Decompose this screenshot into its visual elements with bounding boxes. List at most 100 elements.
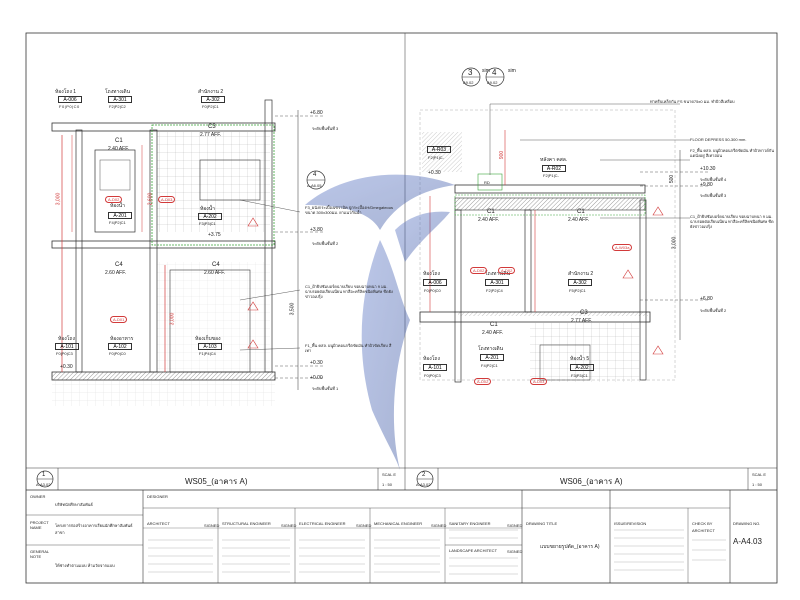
section-number: 3 bbox=[468, 68, 473, 77]
drawing-title-value: แบบขยายรูปตัด_(อาคาร A) bbox=[540, 544, 600, 550]
rd-label: RD bbox=[484, 180, 490, 185]
level: +6.80 bbox=[310, 110, 323, 116]
room-code: A-006 bbox=[423, 279, 447, 286]
level: +0.30 bbox=[310, 360, 323, 366]
signed-label: SIGNED bbox=[356, 523, 372, 528]
ceiling-tag: C3 bbox=[208, 124, 216, 130]
ceiling-tag: C1 bbox=[115, 138, 123, 144]
room-tags: F3|P3|C1 bbox=[199, 221, 216, 226]
room-code: A-102 bbox=[108, 343, 132, 350]
ceiling-height: 2.40 AFF. bbox=[568, 217, 590, 223]
dimension: 3,000 bbox=[671, 236, 678, 250]
level-note: ระดับพื้นชั้นที่ 2 bbox=[700, 308, 727, 313]
dimension: 3,000 bbox=[55, 192, 62, 206]
level-note: ระดับพื้นชั้นที่ 2 bbox=[312, 241, 339, 246]
dimension: 3,500 bbox=[289, 302, 296, 316]
room-code: A-201 bbox=[480, 354, 504, 361]
role-architect: ARCHITECT bbox=[147, 521, 170, 526]
door-marker[interactable]: A-D02 bbox=[498, 267, 516, 274]
general-note-value: ให้ช่างทำตามแบบ ห้ามวัดจากแบบ bbox=[55, 563, 115, 568]
room-tags: F2|P2|C2 bbox=[109, 104, 126, 109]
ceiling-tag: C4 bbox=[212, 262, 220, 268]
signed-label: SIGNED bbox=[507, 523, 523, 528]
level: +0.30 bbox=[428, 170, 441, 176]
room-name: สำนักงาน 2 bbox=[568, 271, 594, 277]
role-electrical: ELECTRICAL ENGINEER bbox=[299, 521, 346, 526]
level-note: ระดับพื้นชั้นที่ 1 bbox=[312, 386, 339, 391]
door-marker[interactable]: A-D02 bbox=[105, 196, 123, 203]
level: +9.80 bbox=[700, 182, 713, 188]
door-marker[interactable]: A-D01 bbox=[110, 316, 128, 323]
door-marker[interactable]: A-D02 bbox=[470, 267, 488, 274]
room-tags: F2|P2|C4 bbox=[486, 288, 503, 293]
view-title: WS05_(อาคาร A) bbox=[185, 477, 248, 486]
scale-value: 1 : 50 bbox=[382, 482, 393, 487]
room-name: ห้องโถง bbox=[423, 356, 440, 362]
room-name: ห้องโถง 1 bbox=[55, 89, 77, 95]
designer-label: DESIGNER bbox=[147, 494, 168, 499]
level: +3.80 bbox=[310, 227, 323, 233]
room-tags: F1|P4|C4 bbox=[199, 351, 216, 356]
role-landscape: LANDSCAPE ARCHITECT bbox=[449, 548, 498, 553]
level: +0.30 bbox=[60, 364, 73, 370]
watermark-logo bbox=[305, 174, 455, 470]
door-marker[interactable]: A-D03 bbox=[158, 196, 176, 203]
room-name: สำนักงาน 2 bbox=[198, 89, 224, 95]
level: +3.75 bbox=[208, 232, 221, 238]
room-name: โถงทางเดิน bbox=[485, 271, 511, 277]
room-name: ห้องเก็บของ bbox=[195, 336, 221, 342]
note: FLOOR DEPRESS 50-300 mm. bbox=[690, 137, 747, 142]
room-code: A-302 bbox=[568, 279, 592, 286]
room-tags: F2|P1|C- bbox=[428, 155, 444, 160]
dimension: 2,600 bbox=[147, 192, 154, 206]
room-name: ห้องน้ำ bbox=[200, 206, 215, 212]
ceiling-tag: C1 bbox=[490, 322, 498, 328]
level-note: ระดับพื้นชั้นที่ 4 bbox=[700, 177, 727, 182]
ceiling-height: 2.77 AFF. bbox=[571, 318, 593, 324]
room-name: ห้องโถง bbox=[423, 271, 440, 277]
role-sanitary: SANITARY ENGINEER bbox=[449, 521, 491, 526]
room-code: A-202 bbox=[198, 213, 222, 220]
view-number: 2 bbox=[422, 472, 426, 478]
room-code: A-R02 bbox=[542, 165, 566, 172]
scale-label: SCAL E bbox=[752, 472, 767, 477]
ceiling-tag: C4 bbox=[115, 262, 123, 268]
room-tags: F0|P0|C3 bbox=[424, 373, 441, 378]
room-code: A-101 bbox=[55, 343, 79, 350]
room-code: A-101 bbox=[423, 364, 447, 371]
section-view-ws05 bbox=[51, 99, 326, 406]
dimension: 900 bbox=[499, 150, 506, 160]
level-note: ระดับพื้นชั้นที่ 3 bbox=[700, 193, 727, 198]
signed-label: SIGNED bbox=[204, 523, 220, 528]
ceiling-tag: C3 bbox=[580, 310, 588, 316]
room-name: โถงทางเดิน bbox=[105, 89, 131, 95]
project-label: PROJECT NAME bbox=[30, 520, 49, 530]
room-name: โถงทางเดิน bbox=[478, 346, 504, 352]
room-tags: F0|P0|C0 bbox=[424, 288, 441, 293]
view-title: WS06_(อาคาร A) bbox=[560, 477, 623, 486]
ceiling-height: 2.40 AFF. bbox=[482, 330, 504, 336]
drawing-no-value: A-A4.03 bbox=[733, 537, 762, 546]
ceiling-height: 2.77 AFF. bbox=[200, 132, 222, 138]
note: ท่าครีบเหล็กกัน FS ขนาด75x0 มม. ทำผิวสีเ… bbox=[650, 99, 735, 104]
room-name: ห้องโถง bbox=[58, 336, 75, 342]
check-by-label: CHECK BY bbox=[692, 521, 713, 526]
project-value: โครงการก่อสร้างอาคารเรียนนักศึกษาสัมพันธ… bbox=[55, 523, 133, 535]
scale-value: 1 : 50 bbox=[752, 482, 763, 487]
room-tags: F0|P0|C0 bbox=[109, 351, 126, 356]
door-marker[interactable]: A-D03 bbox=[530, 378, 548, 385]
drawing-no-label: DRAWING NO. bbox=[733, 521, 761, 526]
room-tags: F3|P3|C1 bbox=[571, 373, 588, 378]
room-tags: F4|P2|C1 bbox=[109, 220, 126, 225]
room-code: A-103 bbox=[198, 343, 222, 350]
room-code: A-R03 bbox=[427, 146, 451, 153]
window-marker[interactable]: A-W03a bbox=[612, 244, 633, 251]
room-name: ห้องน้ำ bbox=[110, 203, 125, 209]
signed-label: SIGNED bbox=[431, 523, 447, 528]
sim-label: sim bbox=[482, 68, 490, 74]
door-marker[interactable]: A-D02 bbox=[474, 378, 492, 385]
level: +0.00 bbox=[310, 375, 323, 381]
signed-label: SIGNED bbox=[281, 523, 297, 528]
section-number: 4 bbox=[313, 172, 317, 178]
view-sheet-ref: A-A3.02 bbox=[36, 482, 51, 487]
